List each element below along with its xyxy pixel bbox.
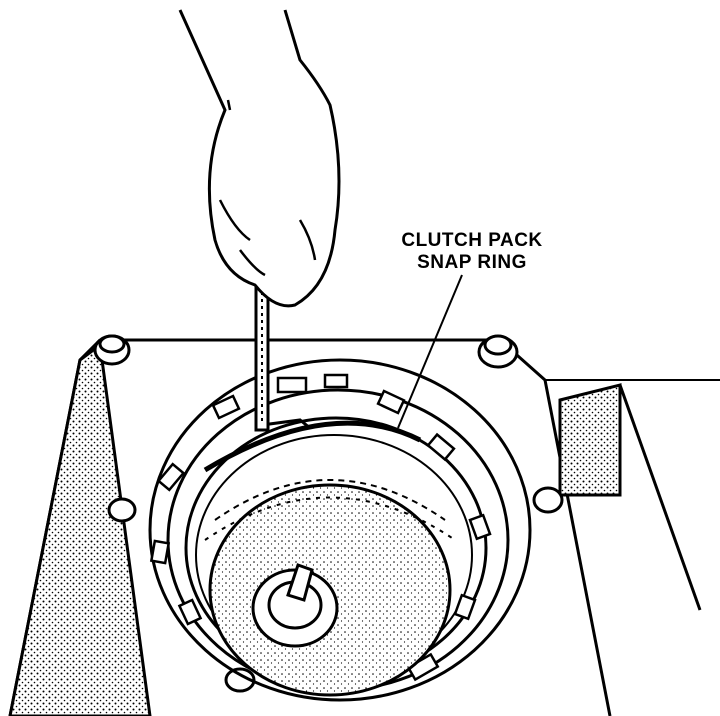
snap-ring-gap — [261, 418, 311, 430]
hand — [178, 9, 341, 308]
pick-tool — [254, 278, 270, 432]
bolt-right — [532, 486, 564, 514]
case-left-side — [8, 342, 152, 716]
callout-leader — [397, 274, 463, 429]
callout-line-2: SNAP RING — [417, 252, 527, 273]
callout-line-1: CLUTCH PACK — [401, 230, 543, 251]
center-hub — [251, 563, 339, 648]
hand-fingers — [218, 99, 317, 277]
snap-ring-callout: CLUTCH PACK SNAP RING — [392, 230, 552, 274]
snap-ring — [203, 420, 422, 473]
clutch-pack-teeth — [204, 479, 456, 541]
case-bracket — [558, 383, 702, 611]
case-bolts — [93, 334, 564, 693]
bolt-left — [107, 497, 137, 523]
bolt-top-right — [477, 334, 519, 369]
bolt-top-left — [93, 334, 131, 366]
housing-lugs — [149, 373, 492, 682]
